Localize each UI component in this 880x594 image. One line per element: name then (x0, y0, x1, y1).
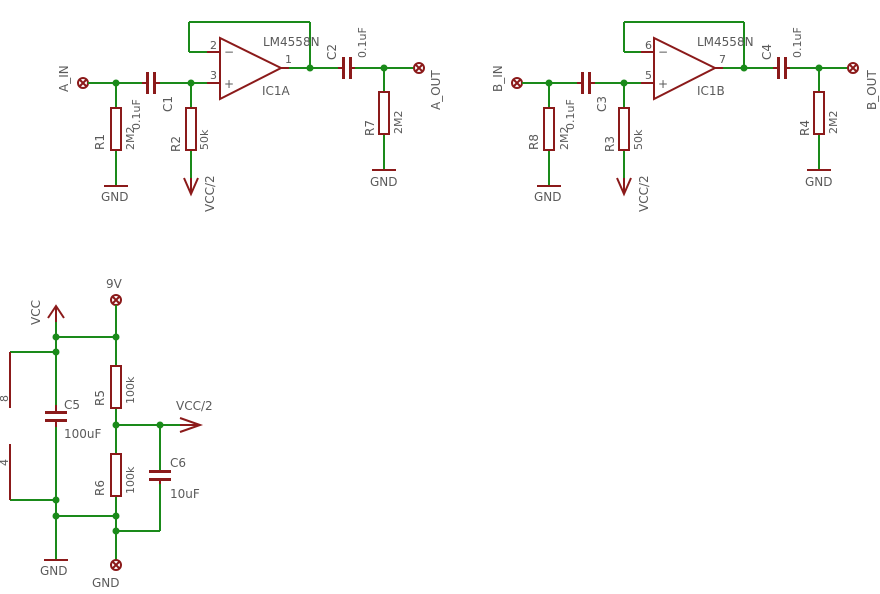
a-vcc2-label: VCC/2 (203, 175, 217, 212)
c4-value: 0.1uF (791, 27, 804, 58)
c6-value: 10uF (170, 487, 200, 501)
b-out-label: B_OUT (865, 70, 879, 110)
channel-b: B_IN C3 (491, 21, 879, 212)
r2-value: 50k (198, 129, 211, 150)
b-gnd2-label: GND (805, 175, 833, 189)
power-section: 9V VCC (0, 277, 213, 590)
r8-name: R8 (527, 134, 541, 150)
b-junctions (545, 64, 823, 87)
r5-name: R5 (93, 390, 107, 406)
vcc2-label: VCC/2 (176, 399, 213, 413)
capacitor-c2 (338, 57, 355, 79)
b-pin-inv: 6 (645, 39, 652, 52)
capacitor-c5 (45, 405, 67, 427)
c2-value: 0.1uF (356, 27, 369, 58)
vcc2-arrow-a (183, 177, 199, 197)
a-pin-out: 1 (285, 53, 292, 66)
r4-name: R4 (798, 120, 812, 136)
b-gnd1-label: GND (534, 190, 562, 204)
a-pin-noninv: 3 (210, 69, 217, 82)
capacitor-c4 (773, 57, 790, 79)
c1-name: C1 (161, 96, 175, 112)
b-out-terminal[interactable] (847, 62, 859, 74)
b-wires (522, 21, 848, 186)
r8-value: 2M2 (558, 127, 571, 151)
gnd-terminal-label: GND (92, 576, 120, 590)
a-plus-sign: + (224, 77, 234, 91)
resistor-r6 (110, 453, 122, 497)
opamp-ic1a: − + (207, 36, 289, 101)
supply-label: 9V (106, 277, 123, 291)
r1-value: 2M2 (124, 127, 137, 151)
capacitor-c1 (142, 72, 160, 94)
pin4-label: 4 (0, 459, 11, 466)
capacitor-c3 (577, 72, 595, 94)
r3-name: R3 (603, 136, 617, 152)
c3-name: C3 (595, 96, 609, 112)
power-junctions (52, 333, 164, 535)
r6-value: 100k (124, 466, 137, 494)
gnd-label: GND (40, 564, 68, 578)
resistor-r3 (618, 107, 630, 151)
c5-name: C5 (64, 398, 80, 412)
r5-value: 100k (124, 376, 137, 404)
b-minus-sign: − (658, 45, 668, 59)
a-opamp-name: IC1A (262, 84, 291, 98)
a-in-label: A_IN (57, 65, 71, 92)
r1-name: R1 (93, 134, 107, 150)
vcc-arrow (47, 304, 65, 322)
c5-value: 100uF (64, 427, 102, 441)
b-in-label: B_IN (491, 65, 505, 92)
resistor-r2 (185, 107, 197, 151)
r7-value: 2M2 (392, 111, 405, 135)
r7-name: R7 (363, 120, 377, 136)
a-out-label: A_OUT (429, 70, 443, 110)
b-in-terminal[interactable] (511, 77, 523, 89)
c4-name: C4 (760, 44, 774, 60)
resistor-r7 (378, 91, 390, 135)
b-pin-noninv: 5 (645, 69, 652, 82)
c2-name: C2 (325, 44, 339, 60)
supply-9v-terminal[interactable] (110, 294, 122, 306)
b-opamp-part: LM4558N (697, 35, 754, 49)
r2-name: R2 (169, 136, 183, 152)
c6-name: C6 (170, 456, 186, 470)
a-gnd2-label: GND (370, 175, 398, 189)
resistor-r1 (110, 107, 122, 151)
resistor-r5 (110, 365, 122, 409)
a-pin-inv: 2 (210, 39, 217, 52)
vcc-label: VCC (29, 300, 43, 325)
vcc2-arrow-b (616, 177, 632, 197)
resistor-r8 (543, 107, 555, 151)
vcc2-output-arrow (179, 417, 204, 433)
resistor-r4 (813, 91, 825, 135)
b-pin-out: 7 (719, 53, 726, 66)
a-minus-sign: − (224, 45, 234, 59)
c3-value: 0.1uF (564, 99, 577, 130)
opamp-ic1b: − + (641, 36, 723, 101)
c1-value: 0.1uF (130, 99, 143, 130)
capacitor-c6 (149, 470, 171, 484)
pin8-label: 8 (0, 395, 11, 402)
gnd-terminal[interactable] (110, 559, 122, 571)
channel-a: A_IN (57, 21, 443, 212)
power-wires (10, 305, 180, 560)
b-opamp-name: IC1B (697, 84, 725, 98)
r4-value: 2M2 (827, 111, 840, 135)
r6-name: R6 (93, 480, 107, 496)
a-out-terminal[interactable] (413, 62, 425, 74)
b-plus-sign: + (658, 77, 668, 91)
a-junctions (112, 64, 388, 87)
r3-value: 50k (632, 129, 645, 150)
a-gnd1-label: GND (101, 190, 129, 204)
a-opamp-part: LM4558N (263, 35, 320, 49)
b-vcc2-label: VCC/2 (637, 175, 651, 212)
a-in-terminal[interactable] (77, 77, 89, 89)
